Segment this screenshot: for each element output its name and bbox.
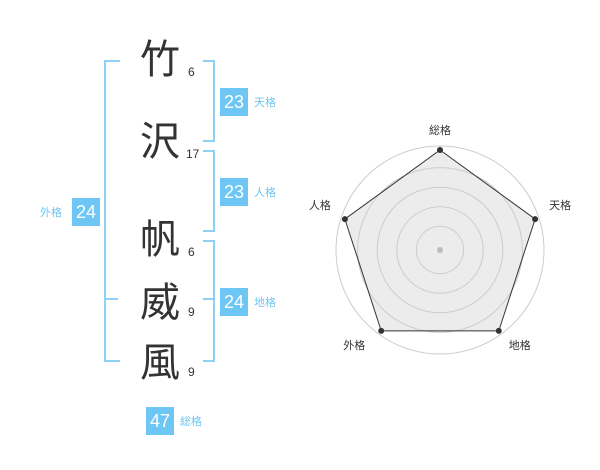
radar-grid-ring — [357, 167, 523, 333]
stroke-count-2: 17 — [186, 147, 200, 161]
radar-point-1 — [437, 147, 443, 153]
radar-grid-ring — [376, 186, 504, 314]
gaikaku-label: 外格 — [40, 206, 62, 219]
chikaku-value: 24 — [220, 288, 248, 316]
radar-axis-label-4: 外格 — [343, 338, 365, 352]
chikaku-label: 地格 — [254, 296, 276, 309]
radar-grid-ring — [415, 225, 465, 275]
gaikaku-bracket-lower-tick — [104, 298, 118, 300]
name-char-2: 沢 — [140, 119, 180, 165]
gaikaku-value: 24 — [72, 198, 100, 226]
name-char-4: 威 — [140, 280, 180, 326]
radar-outline — [344, 149, 536, 332]
radar-axis-label-2: 天格 — [549, 198, 571, 212]
tenkaku-label: 天格 — [254, 96, 276, 109]
soukaku-label: 総格 — [180, 415, 202, 428]
tenkaku-value: 23 — [220, 88, 248, 116]
stroke-count-4: 9 — [188, 305, 195, 319]
radar-outer-ring — [335, 145, 545, 355]
radar-axis-label-3: 地格 — [509, 338, 531, 352]
jinkaku-label: 人格 — [254, 186, 276, 199]
radar-point-4 — [378, 327, 385, 334]
radar-point-5 — [341, 216, 348, 223]
stroke-count-1: 6 — [188, 65, 195, 79]
jinkaku-value: 23 — [220, 178, 248, 206]
name-char-5: 風 — [140, 340, 180, 386]
name-char-1: 竹 — [140, 37, 180, 83]
radar-grid-ring — [396, 206, 484, 294]
radar-axis-label-5: 人格 — [309, 198, 331, 212]
chikaku-bracket — [203, 240, 215, 362]
stroke-count-3: 6 — [188, 245, 195, 259]
tenkaku-bracket — [203, 60, 215, 142]
radar-point-2 — [532, 216, 539, 223]
radar-axis-label-1: 総格 — [429, 123, 451, 137]
soukaku-value: 47 — [146, 407, 174, 435]
radar-area — [344, 150, 536, 331]
name-char-3: 帆 — [140, 217, 180, 263]
jinkaku-bracket — [203, 150, 215, 232]
stroke-count-5: 9 — [188, 365, 195, 379]
chikaku-bracket-mid-tick — [203, 298, 213, 300]
radar-point-3 — [495, 327, 502, 334]
radar-center-dot — [437, 247, 443, 253]
gaikaku-bracket — [104, 60, 120, 362]
